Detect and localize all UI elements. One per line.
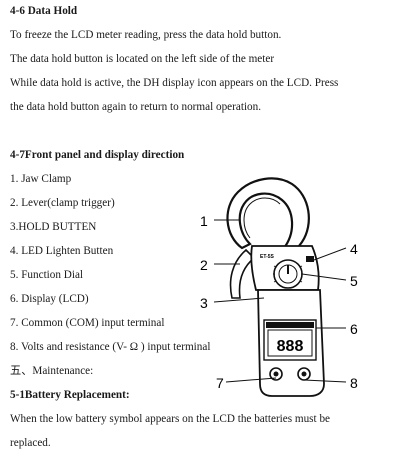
led-lighten-button (306, 256, 314, 262)
section-51-heading: 5-1Battery Replacement: (10, 389, 130, 401)
section-46-paragraph-line: the data hold button again to return to … (10, 101, 262, 113)
list-item: 8. Volts and resistance (V- Ω ) input te… (10, 341, 211, 353)
list-item: 5. Function Dial (10, 269, 84, 281)
callout-6: 6 (350, 321, 358, 337)
list-item: 五、Maintenance: (10, 365, 94, 377)
leader-lines (213, 219, 347, 383)
callout-3: 3 (200, 295, 208, 311)
callout-2: 2 (200, 257, 208, 273)
section-51-paragraph-line: replaced. (10, 437, 51, 449)
list-item: 3.HOLD BUTTEN (10, 221, 97, 233)
list-item: 4. LED Lighten Butten (10, 245, 114, 257)
callout-7: 7 (216, 375, 224, 391)
list-item: 1. Jaw Clamp (10, 173, 72, 185)
section-51-paragraph-line: When the low battery symbol appears on t… (10, 413, 331, 425)
section-46-paragraph-line: The data hold button is located on the l… (10, 53, 275, 65)
jaw-clamp (226, 177, 310, 252)
section-46-heading: 4-6 Data Hold (10, 5, 78, 17)
section-46-paragraph-line: To freeze the LCD meter reading, press t… (10, 29, 282, 41)
list-item: 2. Lever(clamp trigger) (10, 197, 115, 209)
lcd-screen (267, 329, 313, 357)
jaw-inner-arc (243, 197, 281, 239)
list-item: 6. Display (LCD) (10, 293, 89, 305)
section-47-heading: 4-7Front panel and display direction (10, 149, 185, 161)
callout-5: 5 (350, 273, 358, 289)
clamp-meter-diagram: ET-5S 888 (200, 177, 358, 397)
lcd-header (266, 322, 314, 328)
model-label: ET-5S (260, 254, 275, 260)
section-46-paragraph-line: While data hold is active, the DH displa… (10, 77, 339, 89)
callout-1: 1 (200, 213, 208, 229)
callout-8: 8 (350, 375, 358, 391)
lcd-digits: 888 (277, 338, 304, 355)
list-item: 7. Common (COM) input terminal (10, 317, 165, 329)
callout-4: 4 (350, 241, 358, 257)
